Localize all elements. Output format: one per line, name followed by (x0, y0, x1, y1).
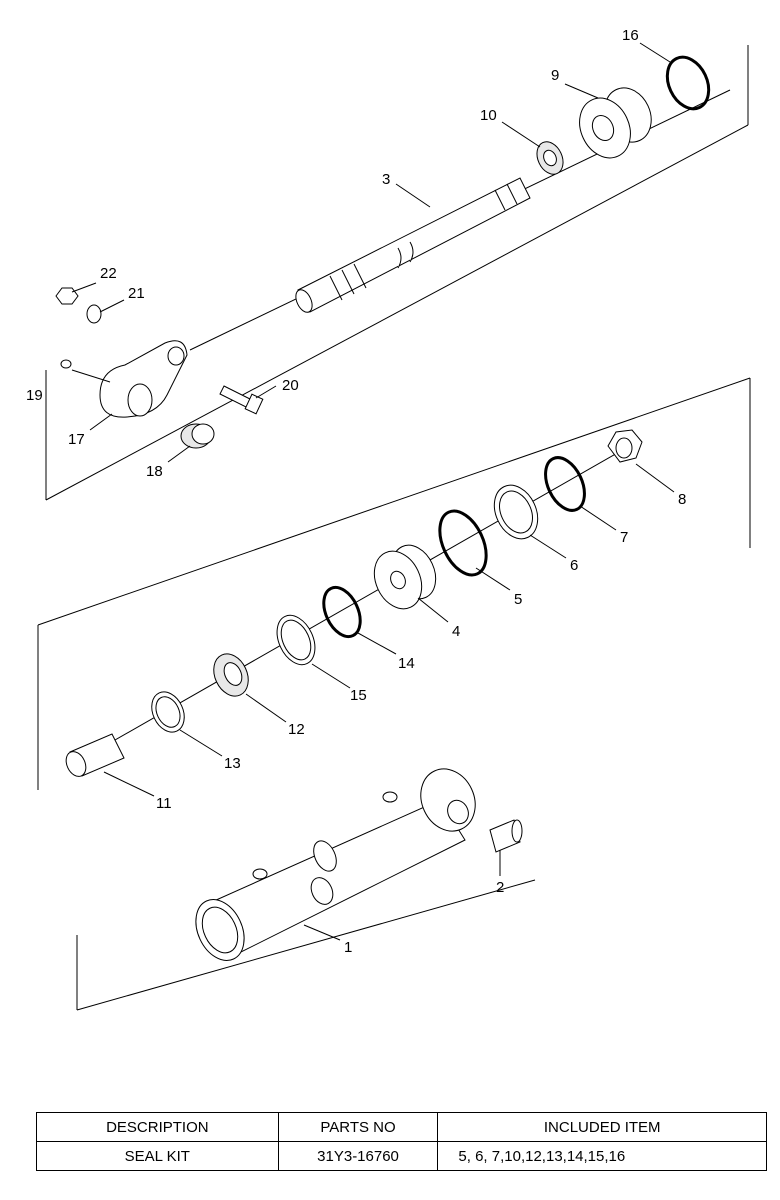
group-outline-piston-assembly (37, 377, 751, 790)
group-outline-rod-assembly (45, 45, 749, 501)
part-11-bushing (65, 733, 125, 777)
callout-1: 1 (344, 939, 352, 956)
callout-21: 21 (128, 285, 145, 302)
part-18-bushing (180, 423, 215, 449)
callout-17: 17 (68, 431, 85, 448)
group-outline-cylinder-tube (76, 879, 536, 1011)
callout-5: 5 (514, 591, 522, 608)
parts-table: DESCRIPTION PARTS NO INCLUDED ITEM SEAL … (36, 1112, 767, 1171)
part-2-pin (489, 819, 523, 853)
callout-11: 11 (156, 795, 172, 812)
part-21-washer (86, 304, 102, 324)
part-20-bolt (219, 385, 264, 415)
part-8-nut (607, 429, 643, 463)
part-16-o-ring (665, 55, 711, 111)
part-10-seal (536, 141, 564, 175)
callout-4: 4 (452, 623, 460, 640)
part-7-o-ring (544, 456, 586, 512)
part-22-nut (55, 287, 79, 305)
part-15-backup-ring (276, 614, 316, 666)
callout-9: 9 (551, 67, 559, 84)
callout-8: 8 (678, 491, 686, 508)
callout-16: 16 (622, 27, 639, 44)
callout-12: 12 (288, 721, 305, 738)
part-9-rod-guide (579, 87, 652, 159)
header-included-item: INCLUDED ITEM (437, 1112, 767, 1142)
callout-19: 19 (26, 387, 43, 404)
exploded-parts-diagram: 1 2 3 4 5 6 7 8 9 10 11 12 13 14 15 16 1… (26, 27, 751, 1011)
table-row: SEAL KIT 31Y3-16760 5, 6, 7,10,12,13,14,… (36, 1141, 767, 1171)
part-1-cylinder-tube (195, 768, 476, 961)
cell-description: SEAL KIT (36, 1141, 279, 1171)
callout-22: 22 (100, 265, 117, 282)
part-4-piston (373, 544, 437, 610)
callout-20: 20 (282, 377, 299, 394)
part-19-grease-fitting (60, 359, 72, 369)
callout-13: 13 (224, 755, 241, 772)
part-12-wiper (213, 653, 249, 697)
cell-parts-no: 31Y3-16760 (277, 1141, 439, 1171)
callout-6: 6 (570, 557, 578, 574)
callout-3: 3 (382, 171, 390, 188)
part-13-backup-ring (151, 691, 185, 733)
cell-included-item: 5, 6, 7,10,12,13,14,15,16 (437, 1141, 767, 1171)
header-description: DESCRIPTION (36, 1112, 279, 1142)
leader-lines (71, 42, 675, 941)
part-3-piston-rod (295, 177, 531, 313)
callout-7: 7 (620, 529, 628, 546)
callout-15: 15 (350, 687, 367, 704)
callout-14: 14 (398, 655, 415, 672)
callout-18: 18 (146, 463, 163, 480)
callout-labels: 1 2 3 4 5 6 7 8 9 10 11 12 13 14 15 16 1… (26, 27, 686, 956)
callout-2: 2 (496, 879, 504, 896)
part-17-rod-eye (99, 340, 188, 418)
table-header-row: DESCRIPTION PARTS NO INCLUDED ITEM (36, 1112, 767, 1142)
callout-10: 10 (480, 107, 497, 124)
part-6-backup-ring (493, 484, 539, 540)
part-14-o-ring (322, 585, 362, 639)
header-parts-no: PARTS NO (277, 1112, 439, 1142)
part-5-o-ring (438, 509, 488, 577)
